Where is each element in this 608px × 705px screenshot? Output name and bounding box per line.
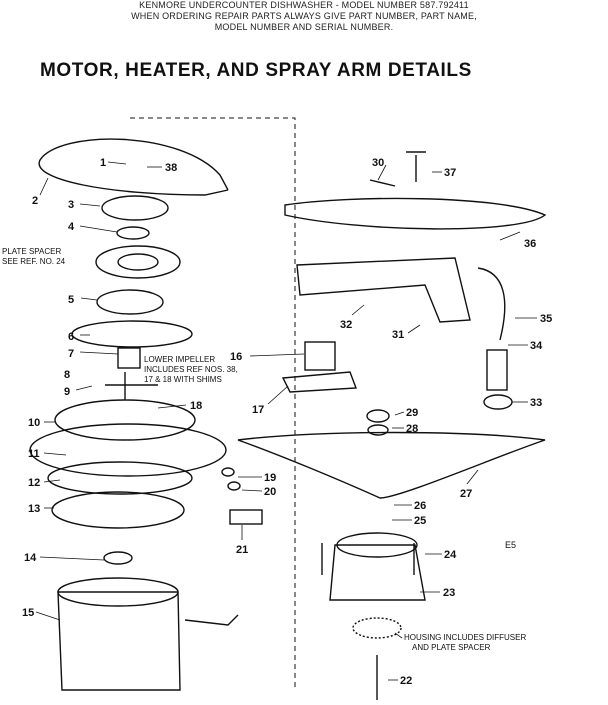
assembly-guide-line — [130, 117, 296, 690]
impeller-housing — [96, 289, 164, 315]
gasket-plate — [71, 320, 193, 348]
callout-27: 27 — [460, 488, 472, 500]
callout-31: 31 — [392, 329, 404, 341]
seal-ring — [54, 399, 196, 441]
callout-20: 20 — [264, 486, 276, 498]
callout-13: 13 — [28, 503, 40, 515]
callout-15: 15 — [22, 607, 34, 619]
callout-29: 29 — [406, 407, 418, 419]
callout-34: 34 — [530, 340, 543, 352]
heater-element — [38, 138, 229, 196]
callout-4: 4 — [68, 221, 75, 233]
callout-22: 22 — [400, 675, 412, 687]
lower-impeller — [117, 347, 141, 369]
callout-1: 1 — [100, 157, 106, 169]
callout-18: 18 — [190, 400, 202, 412]
callout-2: 2 — [32, 195, 38, 207]
screw — [321, 543, 415, 575]
filter-screen — [352, 617, 402, 639]
callout-35: 35 — [540, 313, 552, 325]
callout-21: 21 — [236, 544, 248, 556]
note-plate-spacer-ref: SEE REF. NO. 24 — [2, 257, 66, 266]
callout-36: 36 — [524, 238, 536, 250]
note-impeller-shims: 17 & 18 WITH SHIMS — [144, 375, 222, 384]
callout-6: 6 — [68, 331, 74, 343]
upper-spray-arm — [284, 197, 547, 230]
ring — [483, 394, 513, 410]
callout-10: 10 — [28, 417, 40, 429]
note-housing-spacer: AND PLATE SPACER — [412, 643, 491, 652]
header-line-serial: MODEL NUMBER AND SERIAL NUMBER. — [214, 22, 394, 32]
motor-top — [57, 577, 179, 607]
callout-11: 11 — [28, 448, 40, 460]
callout-8: 8 — [64, 369, 70, 381]
callout-28: 28 — [406, 423, 418, 435]
callout-7: 7 — [68, 348, 74, 360]
motor — [57, 591, 181, 691]
callout-23: 23 — [443, 587, 455, 599]
figure-code: E5 — [505, 540, 516, 550]
callout-12: 12 — [28, 477, 40, 489]
nut — [366, 409, 390, 423]
washer-3 — [367, 424, 389, 436]
water-manifold — [296, 257, 471, 323]
motor-mount — [51, 491, 185, 529]
page-title: MOTOR, HEATER, AND SPRAY ARM DETAILS — [40, 60, 472, 81]
impeller-blades — [105, 372, 158, 400]
pump-cover — [95, 245, 181, 279]
washer — [221, 467, 235, 477]
header-line-model: KENMORE UNDERCOUNTER DISHWASHER - MODEL … — [139, 0, 469, 10]
callout-38: 38 — [165, 162, 177, 174]
callout-16: 16 — [230, 351, 242, 363]
screws — [229, 509, 263, 525]
tube — [486, 349, 508, 391]
callout-33: 33 — [530, 397, 542, 409]
clip — [369, 179, 396, 187]
pump-base — [29, 423, 227, 477]
manifold-elbow — [477, 267, 506, 341]
callout-32: 32 — [340, 319, 352, 331]
gear-plate — [101, 195, 169, 221]
coupling — [103, 551, 133, 565]
bracket — [281, 371, 357, 393]
lower-spray-arm — [237, 431, 546, 499]
shield-ring — [47, 461, 193, 495]
callout-26: 26 — [414, 500, 426, 512]
callout-24: 24 — [444, 549, 457, 561]
callout-19: 19 — [264, 472, 276, 484]
note-housing: HOUSING INCLUDES DIFFUSER — [404, 633, 526, 642]
callout-5: 5 — [68, 294, 74, 306]
callout-30: 30 — [372, 157, 384, 169]
pump-housing-top — [336, 532, 418, 558]
callout-37: 37 — [444, 167, 456, 179]
callout-9: 9 — [64, 386, 70, 398]
callout-3: 3 — [68, 199, 74, 211]
note-plate-spacer: PLATE SPACER — [2, 247, 62, 256]
pump-housing — [329, 544, 426, 601]
pump-cover-inner — [117, 253, 159, 271]
washer-2 — [227, 481, 241, 491]
note-impeller-includes: INCLUDES REF NOS. 38, — [144, 365, 238, 374]
callout-17: 17 — [252, 404, 264, 416]
motor-wires — [184, 614, 239, 626]
header-line-ordering: WHEN ORDERING REPAIR PARTS ALWAYS GIVE P… — [131, 11, 477, 21]
note-impeller: LOWER IMPELLER — [144, 355, 215, 364]
callout-25: 25 — [414, 515, 426, 527]
hub-part — [116, 226, 150, 240]
callout-14: 14 — [24, 552, 37, 564]
motor-shaft-part — [304, 341, 336, 371]
hub-nut — [406, 151, 426, 182]
